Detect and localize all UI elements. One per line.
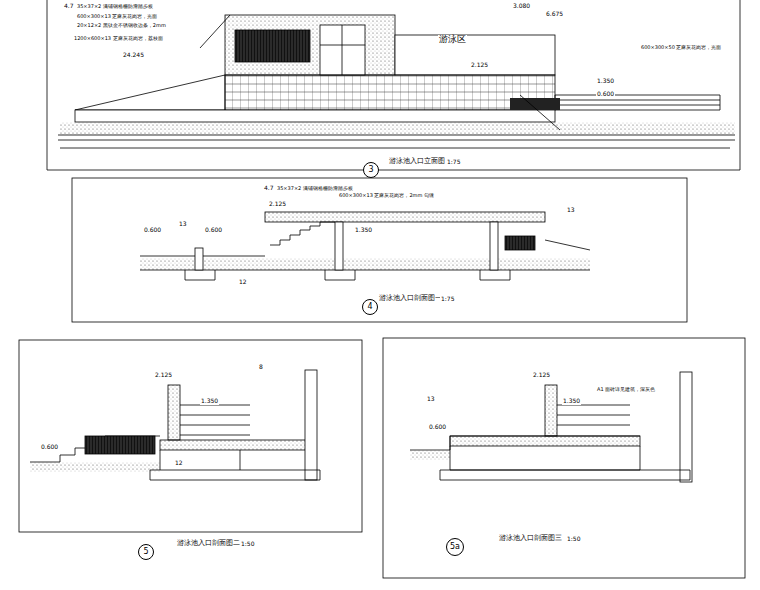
annotation-label: 2.125	[532, 372, 551, 379]
annotation-label: 600×300×13 芝麻灰花岗岩，2mm 勾缝	[338, 193, 435, 199]
annotation-label: 1:50	[566, 536, 581, 543]
annotation-label: 35×37×2 满铺钢格栅防滑踏步板	[76, 4, 154, 10]
annotation-label: A1 面砖详见建筑，深灰色	[596, 387, 656, 393]
annotation-label: 24.245	[122, 52, 145, 59]
drawing-number: 3	[368, 166, 373, 174]
annotation-label: 600×300×50 芝麻灰花岗岩，光面	[640, 45, 722, 51]
annotation-label: 游泳池入口剖面图三	[498, 535, 563, 543]
annotation-label: 12	[238, 279, 248, 286]
annotation-label: 1:75	[446, 159, 461, 166]
annotation-label: 1.350	[200, 398, 219, 405]
annotation-label: 20×12×2 黑钛金不锈钢收边条，2mm	[76, 23, 167, 29]
annotation-label: 1:75	[440, 296, 455, 303]
drawing-number-circle: 5	[138, 544, 154, 560]
annotation-label: 35×37×2 满铺钢格栅防滑踏步板	[276, 186, 354, 192]
annotation-label: 0.600	[428, 424, 447, 431]
annotation-label: 1.350	[354, 227, 373, 234]
annotation-label: 2.125	[268, 201, 287, 208]
annotation-label: 8	[258, 364, 264, 371]
annotation-label: 1200×600×13 芝麻灰花岗岩，荔枝面	[73, 36, 164, 42]
annotation-label: 0.600	[204, 227, 223, 234]
annotation-label: 13	[426, 396, 436, 403]
annotation-label: 0.600	[596, 91, 615, 98]
annotation-label: 600×300×13 芝麻灰花岗岩，光面	[76, 14, 158, 20]
annotation-label: 0.600	[143, 227, 162, 234]
annotation-label: 13	[566, 207, 576, 214]
annotation-label: 12	[174, 460, 184, 467]
annotation-label: 1.350	[562, 398, 581, 405]
annotation-label: 0.600	[40, 444, 59, 451]
annotation-label: 游泳区	[438, 35, 467, 45]
annotation-label: 6.675	[545, 11, 564, 18]
annotation-label: 2.125	[154, 372, 173, 379]
drawing-number: 5a	[450, 543, 460, 551]
drawing-number-circle: 3	[363, 162, 379, 178]
annotation-label: 游泳池入口剖面图二	[176, 540, 241, 548]
annotation-label: 2.125	[470, 62, 489, 69]
drawing-number-circle: 5a	[446, 538, 464, 556]
drawing-number-circle: 4	[362, 299, 378, 315]
drawing-number: 4	[367, 303, 372, 311]
drawing-number: 5	[143, 548, 148, 556]
annotation-label: 13	[178, 221, 188, 228]
annotation-label: 游泳池入口立面图	[388, 158, 446, 166]
annotation-label: 1:50	[240, 541, 255, 548]
annotation-label: 3.080	[512, 3, 531, 10]
annotation-label: 游泳池入口剖面图一	[378, 295, 443, 303]
annotation-label: 1.350	[596, 78, 615, 85]
annotation-label: 4.7	[63, 3, 75, 10]
annotation-label: 4.7	[263, 185, 275, 192]
